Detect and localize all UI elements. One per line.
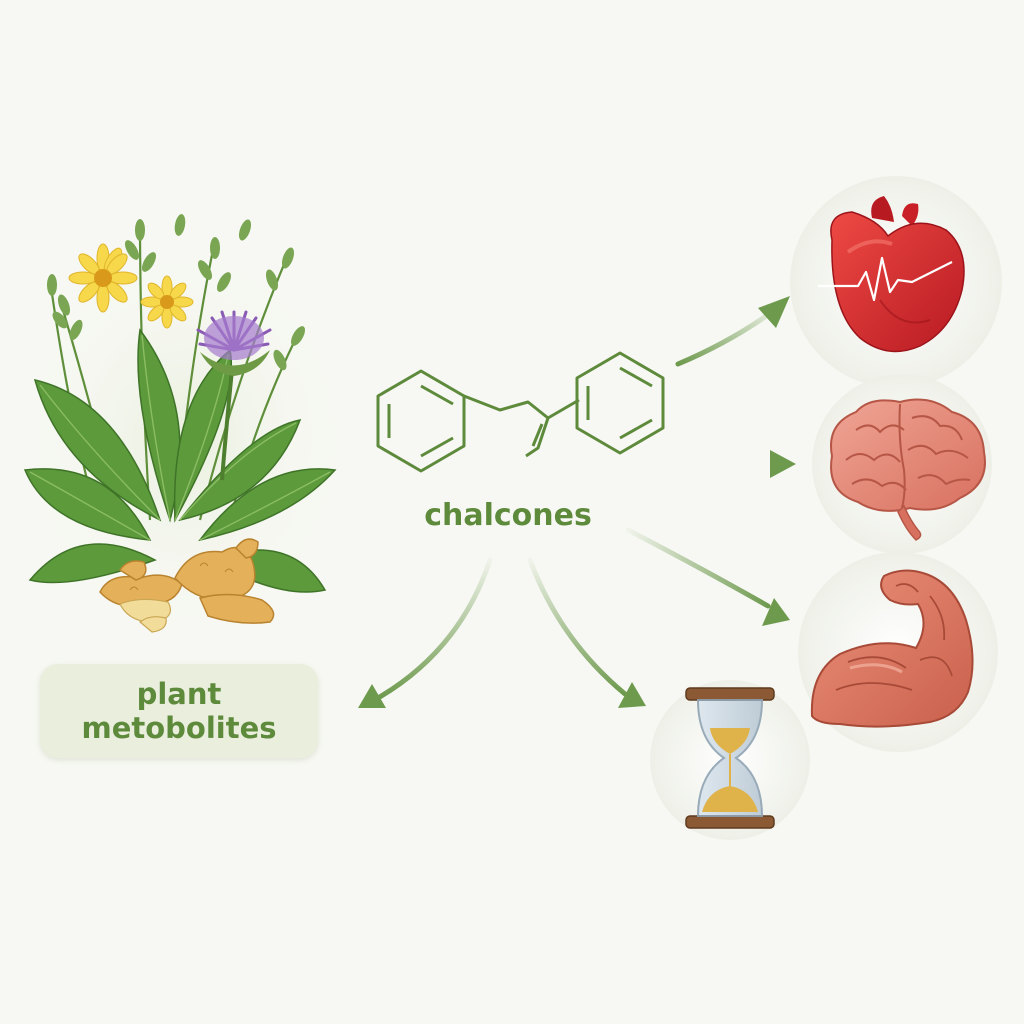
- brain-node: [812, 374, 992, 554]
- arrow-to-muscle: [625, 527, 790, 626]
- heart-node: [790, 176, 1002, 388]
- plant-metobolites-label-box: plant metobolites: [40, 664, 318, 758]
- plant-metobolites-label-line2: metobolites: [81, 711, 277, 745]
- hourglass-node: [650, 680, 810, 840]
- chalcone-structure-icon: [376, 351, 665, 473]
- purple-flower-icon: [196, 310, 272, 481]
- yellow-flower-icon: [68, 243, 138, 313]
- yellow-flower-icon: [140, 275, 194, 329]
- ginger-root-icon: [99, 538, 275, 633]
- heart-icon: [818, 196, 965, 353]
- chalcones-label: chalcones: [424, 498, 592, 533]
- muscle-node: [798, 552, 998, 752]
- arrow-to-hourglass: [527, 557, 646, 708]
- arrow-to-brain: [622, 450, 796, 478]
- brain-icon: [830, 398, 986, 541]
- plant-herbs-icon: [10, 214, 360, 650]
- arrow-to-heart: [675, 296, 790, 367]
- plant-metobolites-label-line1: plant: [136, 677, 222, 711]
- hourglass-icon: [685, 687, 775, 829]
- arrow-to-plant-metobolites: [358, 557, 493, 708]
- muscle-arm-icon: [810, 569, 974, 728]
